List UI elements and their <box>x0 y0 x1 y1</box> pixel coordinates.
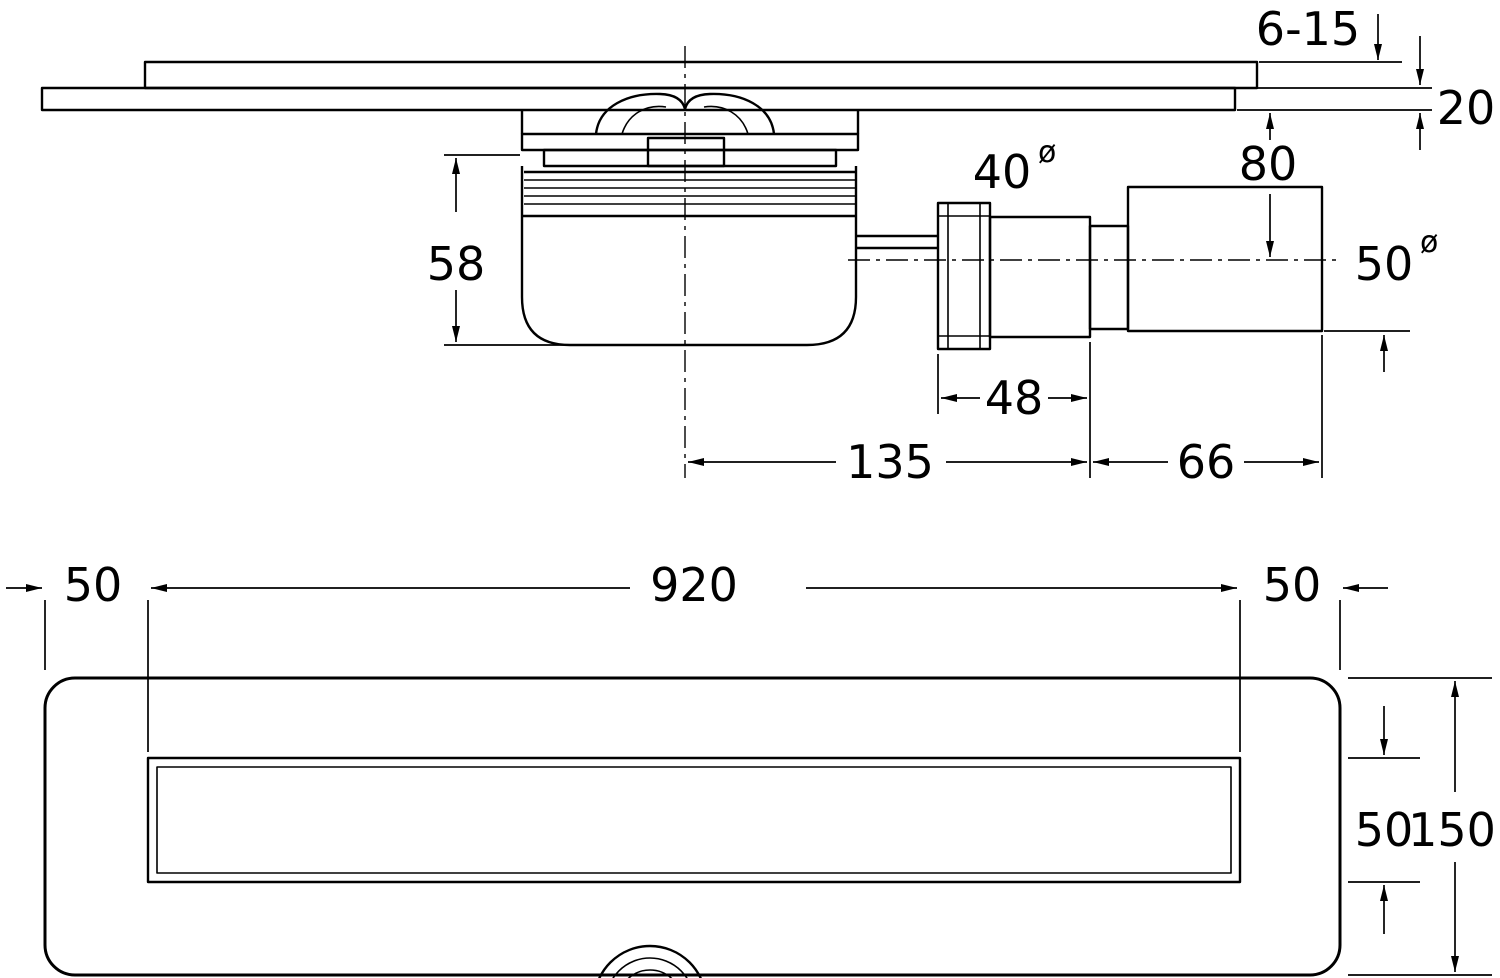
trap-flange <box>520 110 860 168</box>
dim-plate-thickness-group: 20 <box>1237 81 1495 150</box>
dim-trap-height-group: 58 <box>427 154 572 346</box>
dim-inlet-diameter: 40 <box>973 145 1032 199</box>
grate-plate <box>143 60 1259 90</box>
dim-plate-thickness: 20 <box>1437 81 1496 135</box>
thread-section <box>522 170 856 218</box>
dim-collar-length: 48 <box>985 371 1044 425</box>
channel-grate-opening <box>156 766 1232 874</box>
dim-collar-length-group: 48 <box>937 342 1091 478</box>
dim-outlet-diameter-group: 50 ø <box>1324 225 1438 372</box>
dim-tile-height-range: 6-15 <box>1256 2 1360 56</box>
dim-right-end-cap-group: 50 <box>1263 558 1388 612</box>
dim-inlet-diameter-symbol: ø <box>1038 135 1056 170</box>
dim-left-end-cap: 50 <box>64 558 123 612</box>
dim-trap-height: 58 <box>427 237 486 291</box>
dim-outlet-depth-group: 80 <box>1239 113 1298 257</box>
dim-plan-extension-lines <box>44 600 1341 752</box>
dim-channel-width: 50 <box>1355 803 1414 857</box>
strainer-dome <box>594 92 776 135</box>
dim-right-end-cap: 50 <box>1263 558 1322 612</box>
channel-inner-frame <box>146 756 1242 884</box>
connector-tube <box>856 234 938 250</box>
dim-grate-length: 920 <box>650 558 738 612</box>
dim-body-width: 150 <box>1408 803 1496 857</box>
dim-center-to-joint-group: 135 <box>688 435 1087 489</box>
trap-body <box>520 166 858 347</box>
outlet-spigot <box>1088 224 1130 331</box>
side-view: 6-15 20 80 40 ø 50 ø 58 <box>40 2 1495 489</box>
dim-tile-height-range-group: 6-15 <box>1237 2 1432 89</box>
dim-joint-to-outlet-end: 66 <box>1177 435 1236 489</box>
dim-joint-to-outlet-end-group: 66 <box>1093 335 1323 489</box>
channel-outer-body <box>43 676 1342 977</box>
outlet-collar <box>936 201 992 351</box>
dim-channel-width-group: 50 <box>1348 706 1420 934</box>
outlet-pipe-mid <box>988 215 1092 339</box>
plan-view: 50 920 50 50 150 <box>6 558 1496 978</box>
dim-body-width-group: 150 <box>1348 677 1496 976</box>
dim-grate-length-group: 920 <box>151 558 1237 612</box>
mounting-plate <box>40 86 1237 112</box>
outlet-pipe <box>1126 185 1324 333</box>
dim-outlet-depth: 80 <box>1239 137 1298 191</box>
dim-inlet-diameter-group: 40 ø <box>973 135 1057 199</box>
dim-outlet-diameter: 50 <box>1355 237 1414 291</box>
dim-outlet-diameter-symbol: ø <box>1420 225 1438 260</box>
dim-left-end-cap-group: 50 <box>6 558 122 612</box>
dim-center-to-joint: 135 <box>846 435 934 489</box>
drain-strainer-bottom <box>598 944 702 978</box>
